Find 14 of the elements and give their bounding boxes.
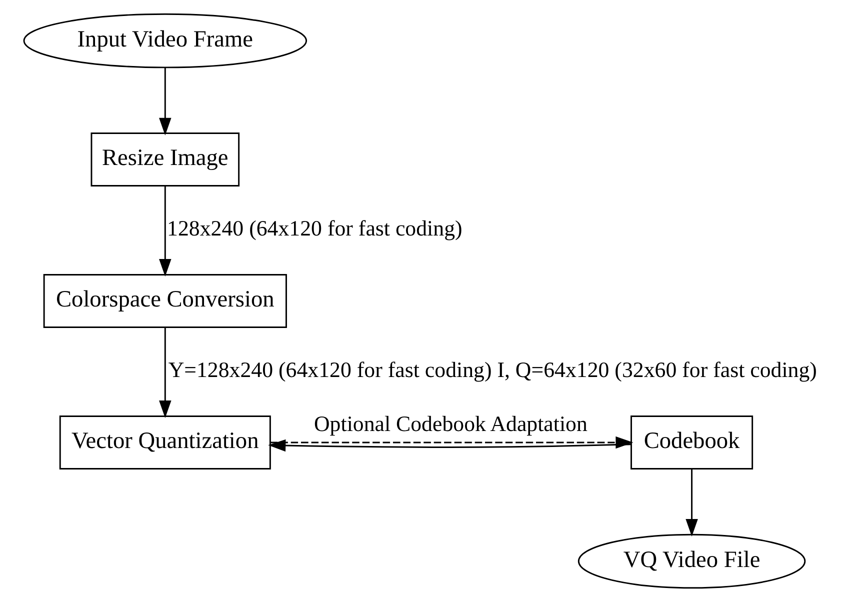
arrow [159,186,172,276]
arrow [159,328,172,418]
edge-label: Y=128x240 (64x120 for fast coding) I, Q=64x120 (32x60 for fast coding) [168,358,817,382]
node-ellipse: Input Video Frame [23,13,308,68]
node-box: Vector Quantization [59,416,271,470]
node-box: Colorspace Conversion [43,274,287,328]
node-box: Codebook [630,416,754,470]
arrow [268,439,632,452]
arrow [686,469,698,536]
edge-label: 128x240 (64x120 for fast coding) [167,216,462,240]
edge-label: Optional Codebook Adaptation [314,412,588,436]
node-box: Resize Image [90,132,240,186]
arrow [159,68,172,136]
node-ellipse: VQ Video File [578,534,806,589]
